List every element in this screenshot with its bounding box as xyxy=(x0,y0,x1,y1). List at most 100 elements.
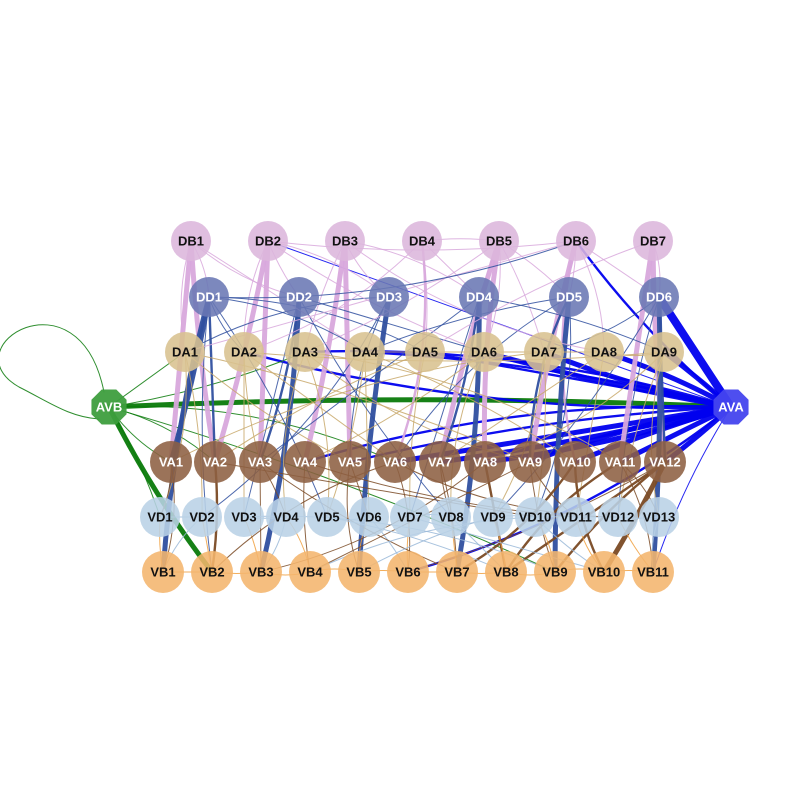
node-da4[interactable]: DA4 xyxy=(345,332,385,372)
node-circle xyxy=(191,551,233,593)
node-vd3[interactable]: VD3 xyxy=(224,497,264,537)
node-vb5[interactable]: VB5 xyxy=(338,551,380,593)
node-db5[interactable]: DB5 xyxy=(479,221,519,261)
node-dd1[interactable]: DD1 xyxy=(189,277,229,317)
node-vb10[interactable]: VB10 xyxy=(583,551,625,593)
node-vb4[interactable]: VB4 xyxy=(289,551,331,593)
edge-avb-ava xyxy=(106,397,734,410)
node-circle xyxy=(639,277,679,317)
hub-octagon xyxy=(713,389,749,425)
node-dd4[interactable]: DD4 xyxy=(459,277,499,317)
node-vb11[interactable]: VB11 xyxy=(632,551,674,593)
node-da6[interactable]: DA6 xyxy=(464,332,504,372)
node-label: VD4 xyxy=(273,510,299,525)
edge-avb-da3 xyxy=(108,351,306,408)
node-vd1[interactable]: VD1 xyxy=(140,497,180,537)
node-dd2[interactable]: DD2 xyxy=(279,277,319,317)
node-vb7[interactable]: VB7 xyxy=(436,551,478,593)
node-circle xyxy=(599,441,641,483)
edge-avb-vb2 xyxy=(106,404,215,575)
node-vd4[interactable]: VD4 xyxy=(266,497,306,537)
hub-octagon xyxy=(91,389,127,425)
node-va5[interactable]: VA5 xyxy=(329,441,371,483)
node-da1[interactable]: DA1 xyxy=(165,332,205,372)
node-circle xyxy=(239,441,281,483)
node-va4[interactable]: VA4 xyxy=(284,441,326,483)
node-vd2[interactable]: VD2 xyxy=(182,497,222,537)
node-circle xyxy=(329,441,371,483)
node-db3[interactable]: DB3 xyxy=(325,221,365,261)
edge-db3-va4 xyxy=(302,238,348,465)
node-db1[interactable]: DB1 xyxy=(171,221,211,261)
node-vd10[interactable]: VD10 xyxy=(515,497,555,537)
node-label: DD3 xyxy=(376,290,402,305)
edge-avb-avb xyxy=(0,324,105,420)
node-vb3[interactable]: VB3 xyxy=(240,551,282,593)
node-label: VD5 xyxy=(314,510,339,525)
node-label: VB4 xyxy=(297,565,323,580)
node-circle xyxy=(171,221,211,261)
node-circle xyxy=(509,441,551,483)
edge-dd1-vd5 xyxy=(208,296,328,518)
node-va3[interactable]: VA3 xyxy=(239,441,281,483)
node-vd12[interactable]: VD12 xyxy=(598,497,638,537)
node-vd6[interactable]: VD6 xyxy=(349,497,389,537)
node-vb6[interactable]: VB6 xyxy=(387,551,429,593)
node-vd8[interactable]: VD8 xyxy=(431,497,471,537)
node-vd5[interactable]: VD5 xyxy=(307,497,347,537)
node-va8[interactable]: VA8 xyxy=(464,441,506,483)
edge-dd1-vb1 xyxy=(160,294,212,575)
node-da7[interactable]: DA7 xyxy=(524,332,564,372)
node-va2[interactable]: VA2 xyxy=(194,441,236,483)
edge-dd2-vd3 xyxy=(243,296,300,518)
node-circle xyxy=(284,441,326,483)
node-ava[interactable]: AVA xyxy=(713,389,749,425)
edge-dd5-da4 xyxy=(364,296,570,353)
edge-da3-vd4 xyxy=(282,351,306,518)
node-circle xyxy=(150,441,192,483)
node-db6[interactable]: DB6 xyxy=(556,221,596,261)
node-avb[interactable]: AVB xyxy=(91,389,127,425)
node-circle xyxy=(345,332,385,372)
node-va10[interactable]: VA10 xyxy=(554,441,596,483)
edge-da4-va10 xyxy=(364,351,576,463)
node-circle xyxy=(240,551,282,593)
edge-da2-va6 xyxy=(243,351,396,463)
node-va6[interactable]: VA6 xyxy=(374,441,416,483)
node-circle xyxy=(369,277,409,317)
node-vb9[interactable]: VB9 xyxy=(534,551,576,593)
node-da2[interactable]: DA2 xyxy=(224,332,264,372)
node-dd5[interactable]: DD5 xyxy=(549,277,589,317)
node-vd7[interactable]: VD7 xyxy=(390,497,430,537)
node-va9[interactable]: VA9 xyxy=(509,441,551,483)
node-db7[interactable]: DB7 xyxy=(633,221,673,261)
node-vb8[interactable]: VB8 xyxy=(485,551,527,593)
node-label: DA2 xyxy=(231,345,257,360)
node-circle xyxy=(325,221,365,261)
node-va12[interactable]: VA12 xyxy=(644,441,686,483)
node-vb1[interactable]: VB1 xyxy=(142,551,184,593)
node-circle xyxy=(464,441,506,483)
node-label: VD2 xyxy=(189,510,214,525)
node-da3[interactable]: DA3 xyxy=(285,332,325,372)
node-da8[interactable]: DA8 xyxy=(584,332,624,372)
node-circle xyxy=(419,441,461,483)
edge-dd1-vb2 xyxy=(201,296,213,573)
node-va1[interactable]: VA1 xyxy=(150,441,192,483)
node-label: DD6 xyxy=(646,290,672,305)
node-da9[interactable]: DA9 xyxy=(644,332,684,372)
node-vd11[interactable]: VD11 xyxy=(556,497,596,537)
node-va11[interactable]: VA11 xyxy=(599,441,641,483)
node-vb2[interactable]: VB2 xyxy=(191,551,233,593)
node-vd13[interactable]: VD13 xyxy=(639,497,679,537)
node-vd9[interactable]: VD9 xyxy=(473,497,513,537)
node-db4[interactable]: DB4 xyxy=(402,221,442,261)
node-dd3[interactable]: DD3 xyxy=(369,277,409,317)
node-va7[interactable]: VA7 xyxy=(419,441,461,483)
node-circle xyxy=(633,221,673,261)
node-dd6[interactable]: DD6 xyxy=(639,277,679,317)
node-circle xyxy=(524,332,564,372)
node-db2[interactable]: DB2 xyxy=(248,221,288,261)
node-da5[interactable]: DA5 xyxy=(405,332,445,372)
